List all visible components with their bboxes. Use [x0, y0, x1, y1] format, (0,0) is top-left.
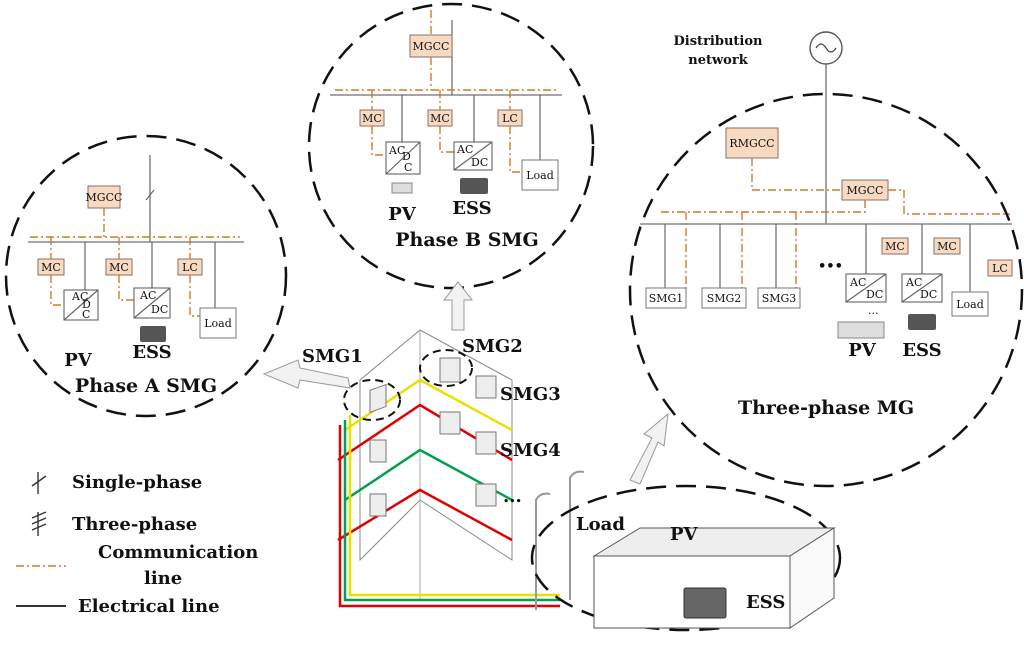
three-phase-rmgcc: [725, 127, 779, 159]
arrow-to-phase-b: [442, 281, 474, 331]
load-battery: [683, 587, 727, 619]
svg-text:AC: AC: [905, 276, 922, 289]
smg1-highlight: [343, 379, 401, 421]
svg-text:DC: DC: [151, 303, 168, 316]
svg-text:ESS: ESS: [746, 592, 785, 613]
legend: Single-phase Three-phase Communication l…: [16, 472, 258, 617]
phase-b-battery: [460, 178, 488, 194]
building-smg2: SMG2: [462, 336, 523, 357]
three-phase-mg: Distribution network RMGCC MGCC SMG1 SMG…: [628, 31, 1024, 488]
phase-b-title: Phase B SMG: [395, 229, 538, 251]
svg-text:SMG2: SMG2: [707, 292, 742, 305]
svg-text:MC: MC: [430, 112, 450, 125]
building-smg1: SMG1: [302, 346, 363, 367]
svg-text:SMG1: SMG1: [649, 292, 684, 305]
svg-text:SMG3: SMG3: [762, 292, 797, 305]
three-phase-load: [951, 291, 989, 317]
svg-text:MGCC: MGCC: [847, 184, 884, 197]
building-smg4: SMG4: [500, 440, 561, 461]
svg-text:D: D: [82, 298, 91, 311]
three-phase-pv-array: [837, 321, 885, 339]
svg-text:PV: PV: [388, 204, 417, 225]
svg-text:MGCC: MGCC: [413, 40, 450, 53]
legend-comm-2: line: [144, 568, 182, 589]
svg-text:network: network: [688, 53, 748, 68]
arrow-to-three-phase: [629, 412, 669, 485]
svg-text:AC: AC: [388, 144, 405, 157]
load-building: Load PV ESS: [530, 484, 842, 632]
phase-a-title: Phase A SMG: [75, 375, 217, 397]
phase-b-boundary: [307, 2, 595, 290]
arrow-to-phase-a: [262, 359, 351, 389]
svg-text:ESS: ESS: [452, 198, 491, 219]
three-phase-title: Three-phase MG: [738, 397, 914, 419]
svg-text:MC: MC: [885, 240, 905, 253]
legend-single: Single-phase: [72, 472, 202, 493]
three-phase-boundary: [628, 92, 1024, 488]
svg-text:D: D: [402, 150, 411, 163]
svg-text:DC: DC: [866, 288, 883, 301]
phase-b-smg: MGCC MC AC D C PV MC AC DC ESS LC Load P…: [307, 2, 595, 290]
phase-b-pv-panel: [391, 182, 413, 194]
svg-text:Load: Load: [526, 169, 554, 182]
three-phase-battery: [908, 314, 936, 330]
three-phase-lc: [987, 259, 1013, 277]
building: SMG1 SMG2 SMG3 SMG4 ...: [302, 329, 585, 610]
svg-text:MC: MC: [937, 240, 957, 253]
legend-elec: Electrical line: [78, 596, 220, 617]
load-boundary: [530, 484, 842, 632]
svg-text:...: ...: [503, 486, 522, 507]
phase-a-smg: MGCC MC AC D C PV MC AC DC ESS LC Load P…: [4, 134, 288, 418]
three-phase-smg1: [645, 287, 687, 309]
svg-text:LC: LC: [502, 112, 518, 125]
svg-text:ESS: ESS: [902, 340, 941, 361]
three-phase-mc-2: [933, 237, 961, 255]
svg-text:AC: AC: [139, 289, 156, 302]
svg-text:RMGCC: RMGCC: [729, 137, 774, 150]
svg-text:•••: •••: [818, 259, 843, 274]
three-phase-smg3: [757, 287, 801, 309]
svg-text:DC: DC: [920, 288, 937, 301]
smg2-highlight: [419, 349, 473, 387]
svg-text:MC: MC: [109, 261, 129, 274]
svg-text:ESS: ESS: [132, 342, 171, 363]
svg-text:DC: DC: [471, 156, 488, 169]
svg-text:MC: MC: [41, 261, 61, 274]
legend-comm-1: Communication: [98, 542, 258, 563]
svg-text:Distribution: Distribution: [674, 34, 763, 49]
svg-text:Load: Load: [956, 298, 984, 311]
phase-b-load: [521, 159, 559, 191]
phase-a-load: [199, 307, 237, 339]
svg-text:Load: Load: [204, 317, 232, 330]
svg-text:PV: PV: [670, 524, 699, 545]
svg-text:LC: LC: [182, 261, 198, 274]
phase-a-boundary: [4, 134, 288, 418]
building-smg3: SMG3: [500, 384, 561, 405]
svg-text:PV: PV: [64, 350, 93, 371]
svg-text:Load: Load: [576, 514, 625, 535]
svg-text:LC: LC: [992, 262, 1008, 275]
svg-text:...: ...: [868, 304, 879, 317]
svg-text:MC: MC: [362, 112, 382, 125]
smg-boxes: SMG1 SMG2 SMG3 •••: [645, 224, 843, 309]
svg-text:AC: AC: [849, 276, 866, 289]
three-phase-mc-1: [881, 237, 909, 255]
svg-text:C: C: [404, 161, 412, 174]
three-phase-smg2: [701, 287, 747, 309]
svg-text:C: C: [82, 308, 90, 321]
svg-text:AC: AC: [456, 143, 473, 156]
svg-text:PV: PV: [848, 340, 877, 361]
svg-text:AC: AC: [71, 290, 88, 303]
phase-a-battery: [140, 326, 166, 342]
legend-three: Three-phase: [72, 514, 197, 535]
svg-text:MGCC: MGCC: [86, 191, 123, 204]
